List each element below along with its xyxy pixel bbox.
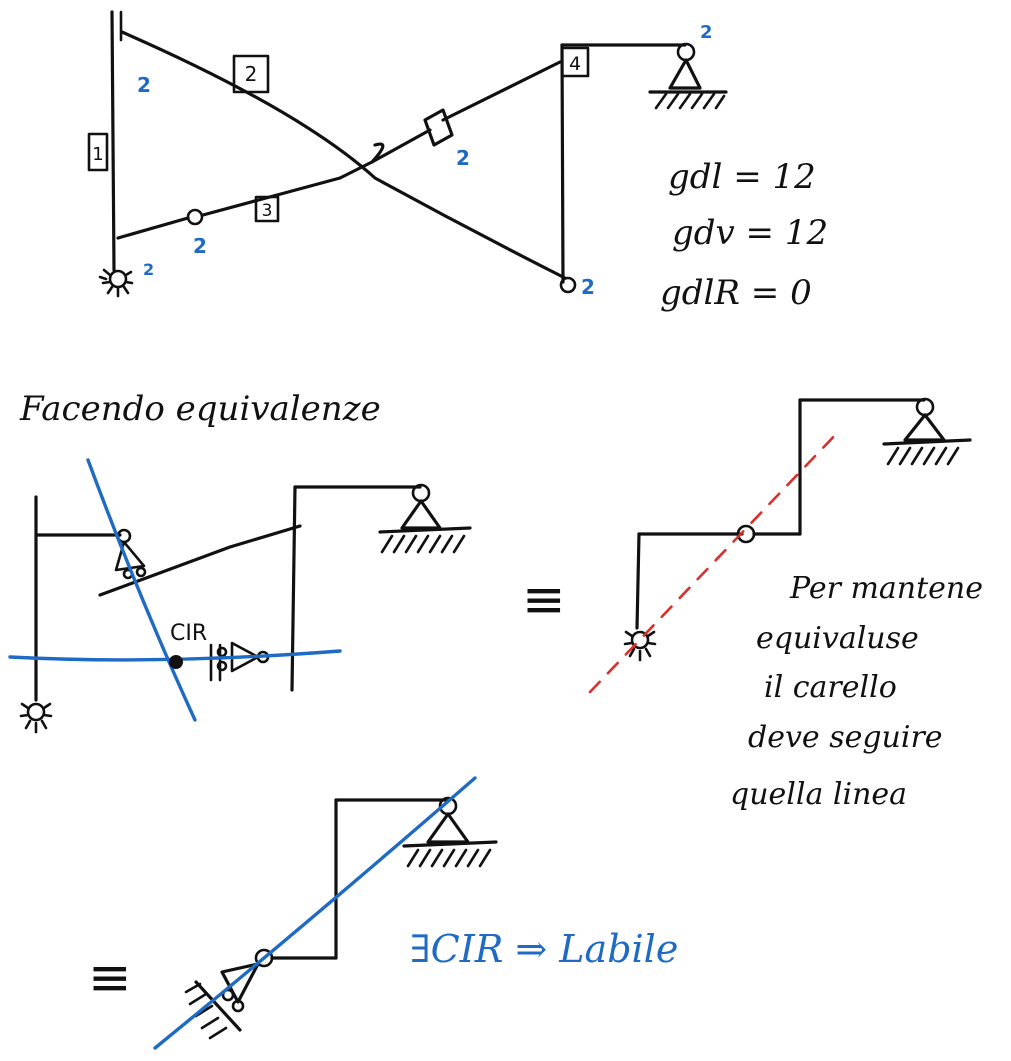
member-label-3: 3 [262, 201, 273, 221]
member-3-to-slider [370, 128, 432, 164]
wheel-support-bottom-left [98, 268, 134, 298]
dof-equations: gdl = 12 gdv = 12 gdlR = 0 [660, 157, 828, 313]
step2-structure [588, 397, 972, 694]
dof-mark-hinge: 2 [193, 234, 207, 258]
dof-mark-bottom-hinge: 2 [581, 275, 595, 299]
equation-gdl: gdl = 12 [668, 157, 816, 197]
note-line-5: quella linea [730, 777, 907, 812]
step3-cir-line [153, 776, 477, 1050]
dof-mark-member-1: 2 [137, 73, 151, 97]
equation-gdv: gdv = 12 [672, 213, 828, 253]
heading-facendo-equivalenze: Facendo equivalenze [19, 389, 381, 429]
dof-mark-wheel: 2 [143, 260, 154, 279]
member-1-vertical [110, 10, 116, 272]
member-2-diagonal [120, 30, 567, 280]
note-line-1: Per mantene [789, 571, 983, 606]
note-line-2: equivaluse [756, 621, 919, 656]
conclusion-labile: ∃CIR ⇒ Labile [410, 927, 678, 971]
step2-wheel-support [623, 630, 657, 662]
step3-structure [153, 776, 498, 1050]
pin-support-top-right [648, 42, 728, 110]
step2-note: Per mantene equivaluse il carello deve s… [730, 571, 983, 812]
step2-dashed-trajectory-line [588, 428, 842, 694]
cir-point [169, 655, 183, 669]
member-3-lower-beam [116, 176, 342, 240]
step1-cir-line-diagonal [86, 458, 197, 722]
member-label-2: 2 [245, 62, 258, 86]
step1-pin-support [378, 483, 472, 554]
step1-cir-line-horizontal [8, 649, 342, 662]
step1-slider-support [209, 641, 270, 682]
slider-sleeve [423, 60, 562, 147]
member-label-4: 4 [569, 53, 581, 75]
step3-equiv-sign: ≡ [88, 948, 132, 1008]
step1-wheel-support [19, 702, 53, 734]
dof-mark-slider: 2 [456, 146, 470, 170]
note-line-4: deve seguire [748, 720, 943, 755]
equation-gdlr: gdlR = 0 [660, 273, 812, 313]
member-label-1: 1 [92, 144, 103, 165]
internal-hinge [186, 208, 204, 226]
bottom-right-hinge [559, 276, 577, 294]
top-structure: 1 2 3 4 2 2 2 2 2 2 2 [87, 10, 728, 299]
member-4-vertical [560, 43, 565, 284]
dof-mark-top-pin: 2 [700, 22, 713, 43]
step2-pin-support [882, 397, 972, 466]
member-label-boxes [87, 46, 590, 223]
note-line-3: il carello [764, 670, 897, 705]
cir-label: CIR [170, 621, 207, 646]
step1-structure: CIR [8, 458, 472, 734]
step2-equiv-sign: ≡ [522, 570, 566, 630]
step3-pin-support [402, 796, 498, 868]
